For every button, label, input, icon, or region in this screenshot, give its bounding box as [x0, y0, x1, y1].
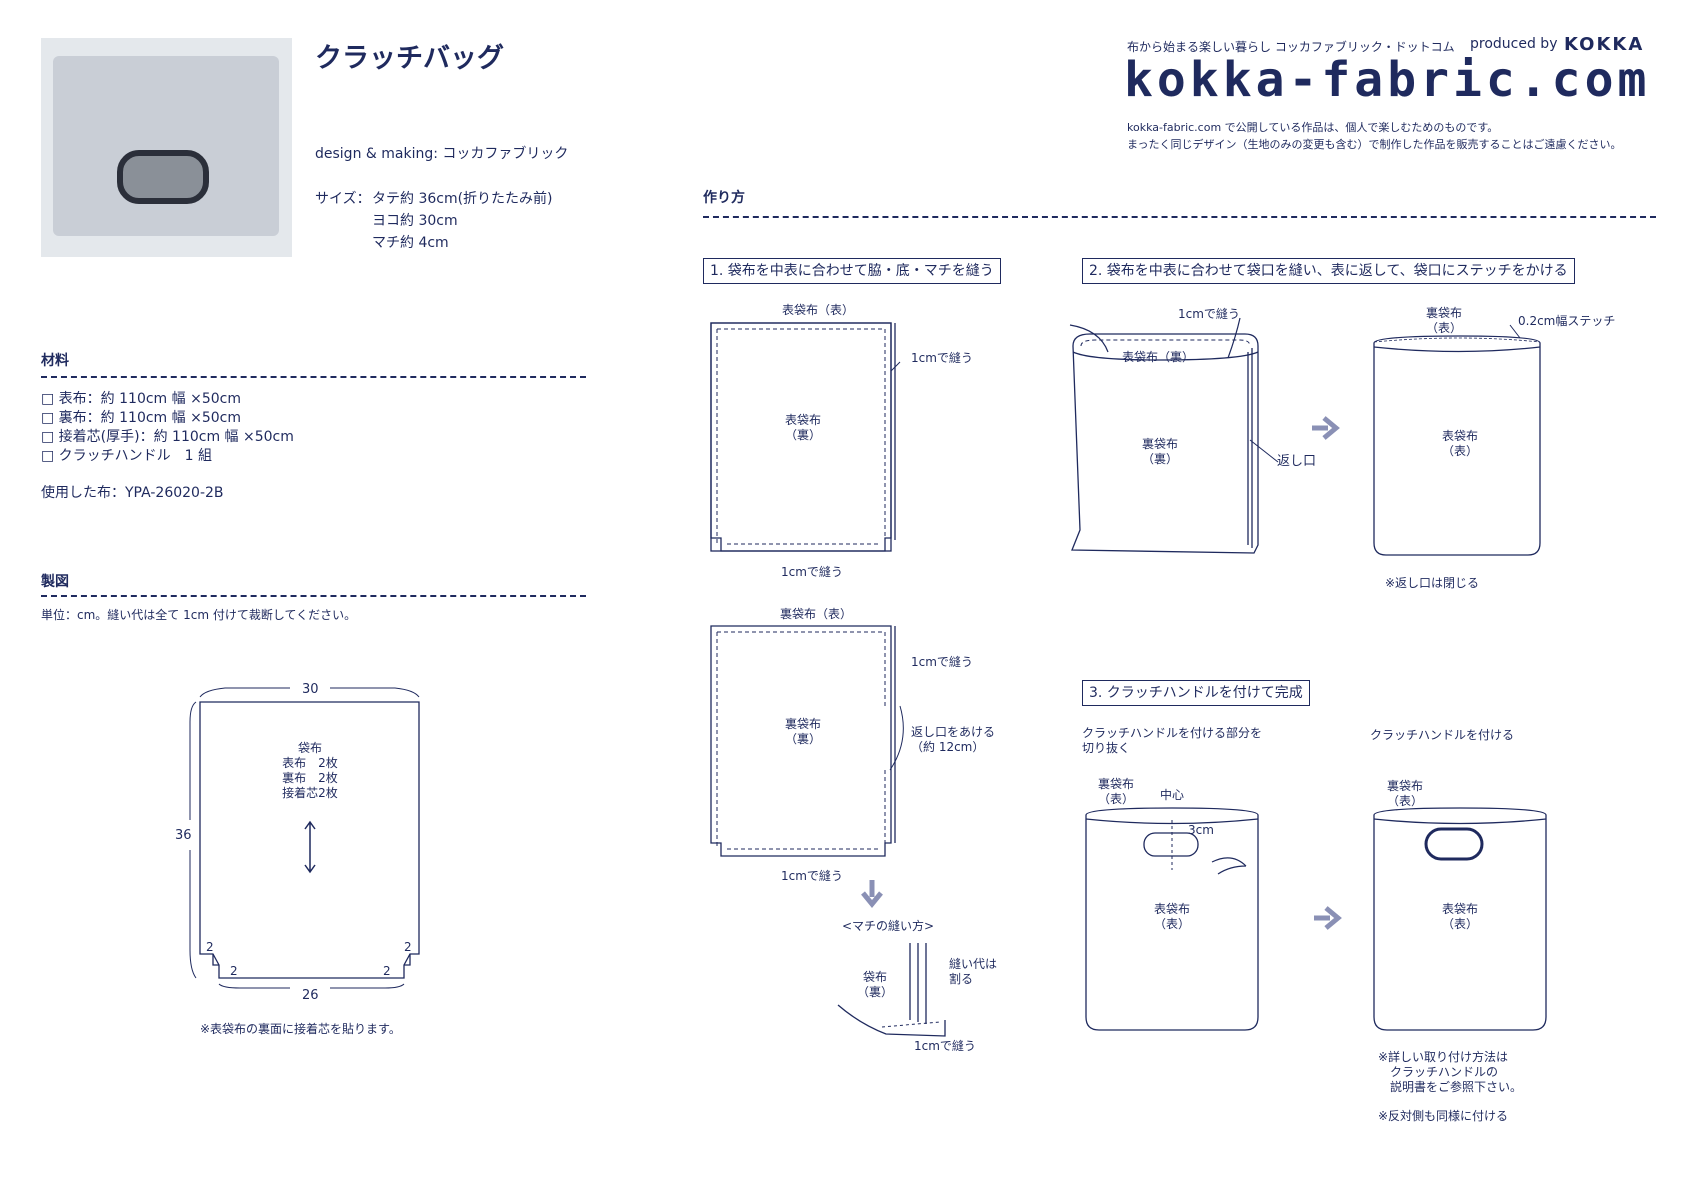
- inside-out-bag: [1071, 333, 1259, 554]
- step3-title: 3. クラッチハンドルを付けて完成: [1082, 680, 1310, 706]
- other-side-note: ※反対側も同様に付ける: [1378, 1109, 1509, 1123]
- corner-label: 2: [230, 964, 238, 978]
- design-credit: design & making: コッカファブリック: [315, 146, 569, 162]
- offset-label: 3cm: [1188, 823, 1214, 837]
- step3-lining-label-2: 裏袋布 （表）: [1386, 779, 1423, 808]
- produced-by: produced by: [1470, 36, 1558, 52]
- detail-note: ※詳しい取り付け方法は クラッチハンドルの 説明書をご参照下さい。: [1378, 1050, 1523, 1094]
- top-width-label: 30: [302, 682, 319, 697]
- outer-top-label: 表袋布（表）: [782, 303, 855, 317]
- size-width: ヨコ約 30cm: [372, 213, 458, 229]
- step2-lining-top-label: 裏袋布 （表）: [1425, 306, 1462, 335]
- gusset-sew-label: 1cmで縫う: [914, 1039, 976, 1053]
- notice-line-2: まったく同じデザイン（生地のみの変更も含む）で制作した作品を販売することはご遠慮…: [1127, 138, 1622, 151]
- pattern-heading: 製図: [41, 574, 69, 590]
- brand-tagline: 布から始まる楽しい暮らし コッカファブリック・ドットコム: [1127, 40, 1455, 54]
- height-label: 36: [175, 828, 192, 843]
- step2-outer-center-label: 表袋布 （表）: [1441, 429, 1478, 458]
- cutout-bag: [1085, 807, 1259, 1031]
- handle-bag: [1373, 807, 1547, 1031]
- size-label: サイズ：: [315, 191, 371, 207]
- lining-opening-label: 返し口をあける （約 12cm）: [911, 725, 996, 754]
- lining-bag: [710, 625, 892, 857]
- pattern-divider: [41, 595, 586, 597]
- materials-divider: [41, 376, 586, 378]
- outer-leader: [890, 361, 901, 372]
- gusset-split-label: 縫い代は 割る: [949, 957, 998, 986]
- step3-outer-label: 表袋布 （表）: [1153, 902, 1190, 931]
- step2-lining-center-label: 裏袋布 （裏）: [1141, 437, 1178, 466]
- stitch-label: 0.2cm幅ステッチ: [1518, 314, 1616, 328]
- bag-shape: [53, 56, 279, 236]
- lining-side-label: 1cmで縫う: [911, 655, 973, 669]
- unit-note: 単位：cm。縫い代は全て 1cm 付けて裁断してください。: [41, 608, 357, 622]
- grain-arrow-icon: [304, 820, 316, 874]
- howto-heading: 作り方: [703, 190, 745, 206]
- lining-seam: [716, 631, 886, 850]
- corner-label: 2: [206, 940, 214, 954]
- outer-center-label: 表袋布 （裏）: [784, 413, 821, 442]
- gusset-bag-label: 袋布 （裏）: [856, 970, 893, 999]
- cut-caption: クラッチハンドルを付ける部分を 切り抜く: [1082, 726, 1263, 755]
- page-title: クラッチバッグ: [315, 43, 504, 74]
- interfacing-note: ※表袋布の裏面に接着芯を貼ります。: [200, 1022, 401, 1036]
- height-bracket: [189, 701, 197, 979]
- size-height: タテ約 36cm(折りたたみ前): [372, 191, 553, 207]
- outer-bottom-label: 1cmで縫う: [781, 565, 843, 579]
- step2-title: 2. 袋布を中表に合わせて袋口を縫い、表に返して、袋口にステッチをかける: [1082, 258, 1575, 284]
- handle-icon: [117, 150, 209, 204]
- howto-divider: [703, 216, 1656, 218]
- sew-arrows-icon: [1069, 317, 1241, 359]
- lining-top-label: 裏袋布（表）: [780, 607, 853, 621]
- outer-inside-label: 表袋布（裏）: [1122, 350, 1195, 364]
- scissors-icon: [1211, 857, 1247, 875]
- top-width-bracket: [199, 687, 420, 698]
- pattern-corner-cut: [212, 954, 411, 966]
- product-photo: [41, 38, 292, 257]
- material-item: □ クラッチハンドル 1 組: [41, 448, 213, 464]
- fabric-used: 使用した布：YPA-26020-2B: [41, 485, 224, 501]
- center-label: 中心: [1160, 788, 1185, 802]
- step1-title: 1. 袋布を中表に合わせて脇・底・マチを縫う: [703, 258, 1001, 284]
- step3-outer-label-2: 表袋布 （表）: [1441, 902, 1478, 931]
- handle-cutout: [1143, 832, 1199, 857]
- pattern-piece-outline: [199, 701, 420, 979]
- outer-bag-front: [710, 322, 892, 552]
- finished-bag: [1373, 335, 1541, 556]
- outer-side-label: 1cmで縫う: [911, 351, 973, 365]
- clutch-handle: [1424, 827, 1484, 861]
- materials-heading: 材料: [41, 353, 69, 369]
- opening-label: 返し口: [1277, 454, 1317, 469]
- kokka-logo: KOKKA: [1564, 34, 1645, 55]
- corner-label: 2: [404, 940, 412, 954]
- piece-label: 袋布 表布 2枚 裏布 2枚 接着芯2枚: [282, 741, 338, 800]
- lining-center-label: 裏袋布 （裏）: [784, 717, 821, 746]
- bottom-width-bracket: [218, 983, 405, 989]
- material-item: □ 表布：約 110cm 幅 ×50cm: [41, 391, 241, 407]
- size-gusset: マチ約 4cm: [372, 235, 449, 251]
- bottom-width-label: 26: [302, 988, 319, 1003]
- outer-bag-seam: [716, 328, 886, 545]
- material-item: □ 裏布：約 110cm 幅 ×50cm: [41, 410, 241, 426]
- site-logo: kokka-fabric.com: [1124, 52, 1651, 108]
- step3-lining-label: 裏袋布 （表）: [1097, 777, 1134, 806]
- lining-bottom-label: 1cmで縫う: [781, 869, 843, 883]
- notice-line-1: kokka-fabric.com で公開している作品は、個人で楽しむためのもので…: [1127, 121, 1499, 134]
- gusset-base: [837, 1004, 946, 1037]
- corner-label: 2: [383, 964, 391, 978]
- sew-label: 1cmで縫う: [1178, 307, 1240, 321]
- attach-caption: クラッチハンドルを付ける: [1370, 728, 1515, 742]
- opening-bracket: [889, 705, 904, 771]
- gusset-lines: [909, 943, 927, 1024]
- close-note: ※返し口は閉じる: [1385, 576, 1480, 590]
- gusset-heading: <マチの縫い方>: [842, 919, 935, 933]
- material-item: □ 接着芯(厚手)：約 110cm 幅 ×50cm: [41, 429, 294, 445]
